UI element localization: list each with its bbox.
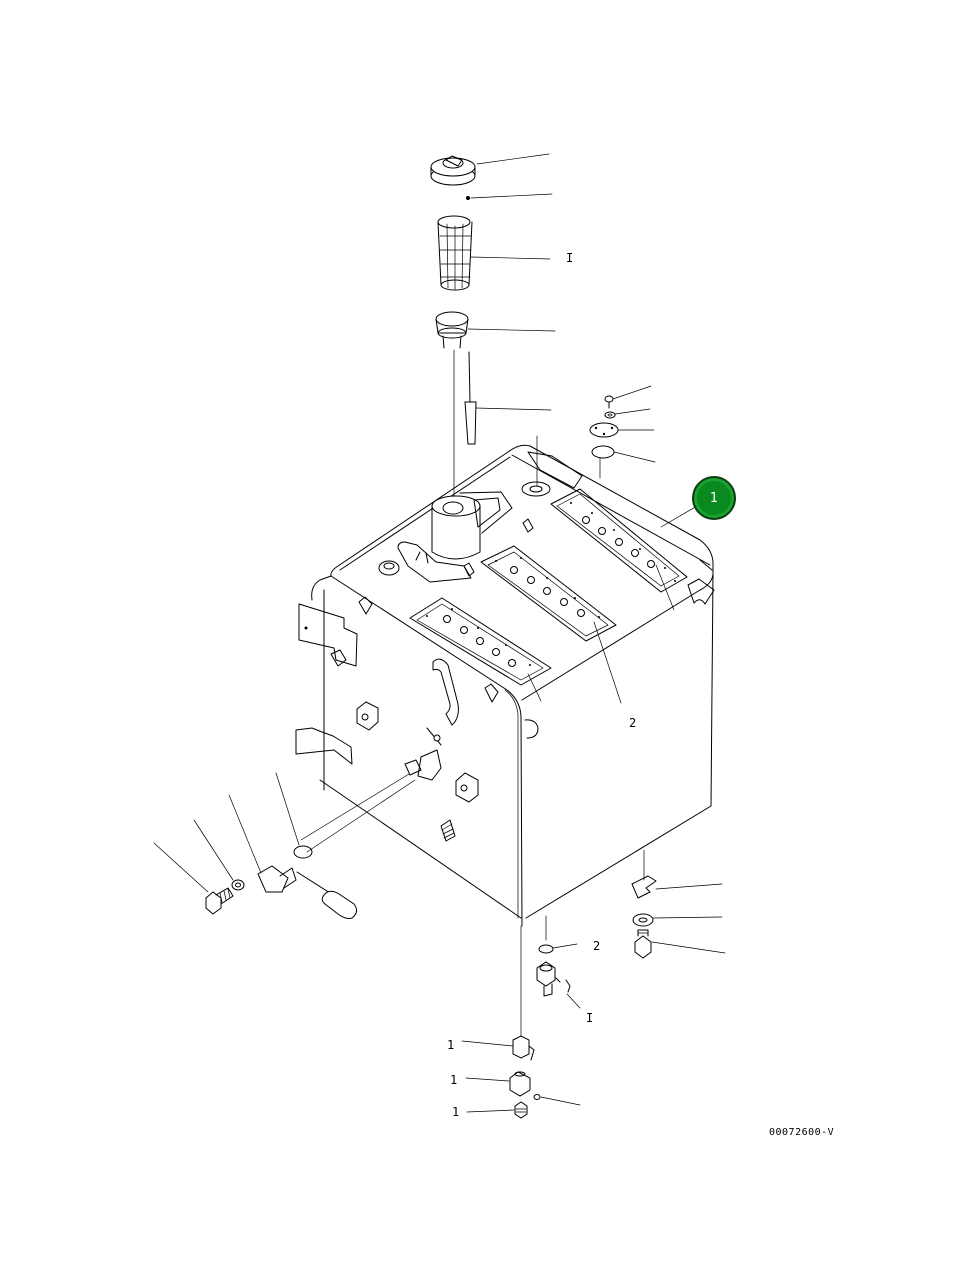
square-boss-lower <box>455 772 479 803</box>
drain-valve <box>536 961 561 997</box>
drain-nipple <box>514 1101 528 1119</box>
drain-o-ring <box>538 944 554 954</box>
gauge-mount <box>404 727 442 781</box>
part-label: 2 <box>593 939 600 953</box>
part-label: I <box>586 1011 593 1025</box>
left-lower-bracket <box>295 727 353 765</box>
filler-neck <box>435 311 469 349</box>
drain-washer <box>632 913 654 927</box>
filler-cap <box>430 155 476 186</box>
tee-o-ring <box>533 1094 541 1100</box>
left-upper-bracket <box>298 603 358 667</box>
cover-washer <box>604 411 616 419</box>
access-cover-rear <box>550 488 688 593</box>
drain-hose-fitting <box>512 1035 535 1061</box>
return-pipe-bracket <box>378 541 472 583</box>
gauge-washer <box>231 879 245 891</box>
part-label: 1 <box>447 1038 454 1052</box>
access-cover-middle <box>480 545 617 642</box>
part-label: 2 <box>629 716 636 730</box>
gauge-bolt <box>205 887 234 915</box>
gauge-o-ring <box>293 845 313 859</box>
strainer <box>437 215 473 291</box>
cover-plate <box>589 422 619 438</box>
part-label: 1 <box>452 1105 459 1119</box>
part-label: I <box>566 251 573 265</box>
access-cover-front <box>409 597 552 686</box>
suction-elbow <box>432 658 539 739</box>
pin <box>466 196 470 200</box>
drain-plug <box>634 929 652 959</box>
filler-tower <box>431 491 513 560</box>
callout-marker-1[interactable]: 1 <box>692 476 736 520</box>
top-port-flange <box>521 435 583 497</box>
dipstick <box>464 351 477 445</box>
drain-pin <box>565 979 571 993</box>
cover-bolt <box>604 395 614 409</box>
hydraulic-tank <box>311 444 714 927</box>
cover-o-ring <box>591 445 615 459</box>
square-boss-upper <box>356 701 379 731</box>
drain-tee <box>509 1071 531 1097</box>
float-switch <box>257 865 358 919</box>
drawing-number: 00072600-V <box>769 1127 835 1138</box>
part-label: 1 <box>450 1073 457 1087</box>
grille-port <box>440 819 456 842</box>
pipe-clips <box>358 518 715 703</box>
drain-bracket <box>631 875 657 899</box>
